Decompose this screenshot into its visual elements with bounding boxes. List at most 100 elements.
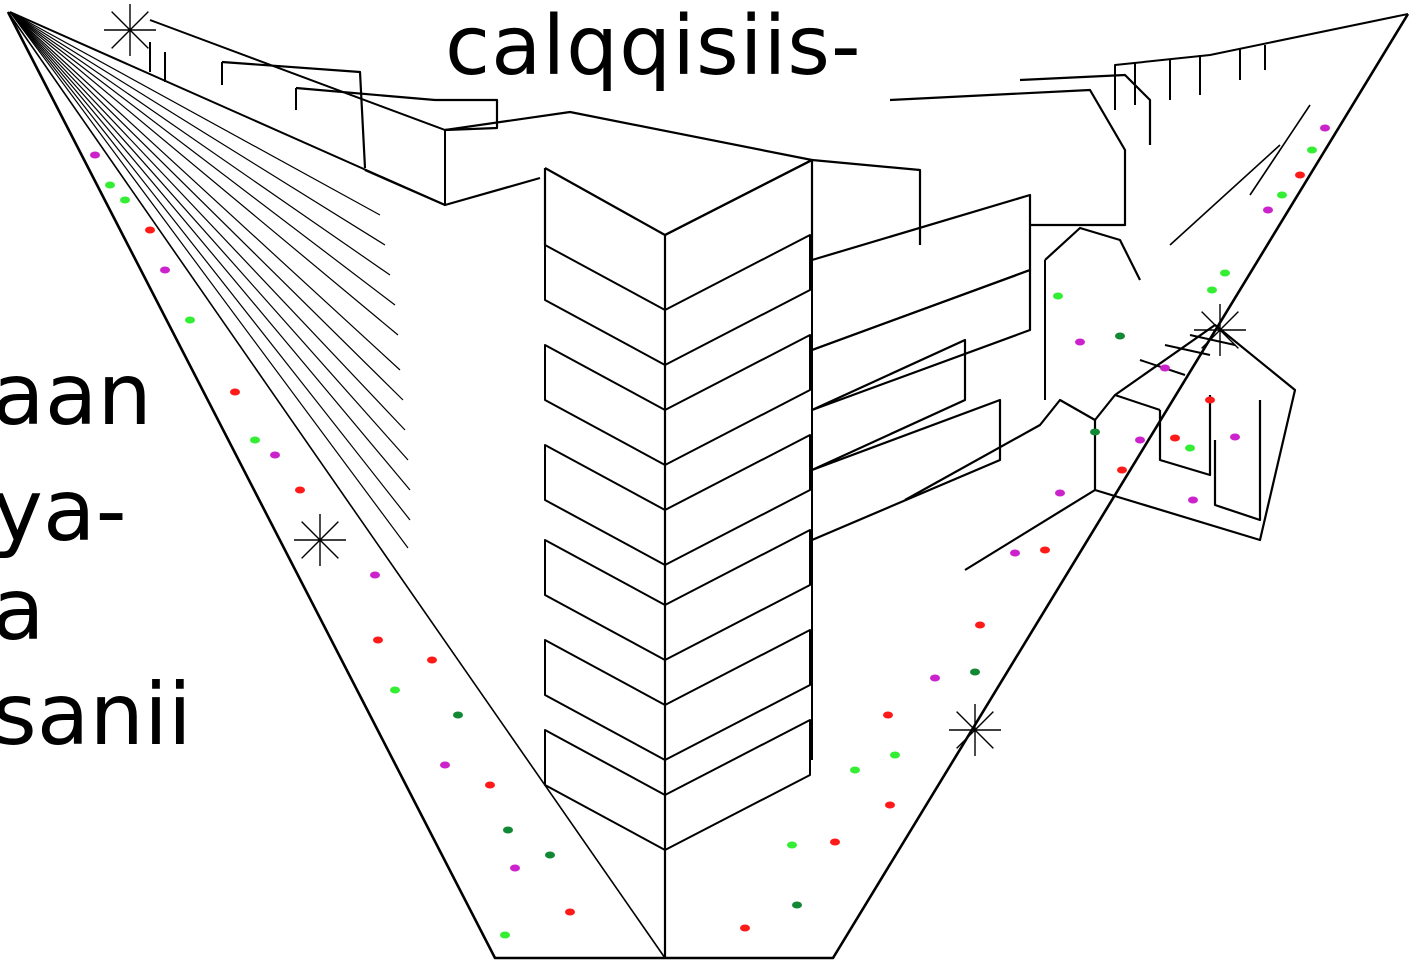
side-caption-line-3: a xyxy=(0,560,45,660)
stair-riser xyxy=(1213,400,1262,522)
sidewalk-dot xyxy=(270,451,280,459)
perspective-ray xyxy=(9,11,411,521)
right-block-face xyxy=(811,268,1032,412)
sidewalk-dot xyxy=(185,316,195,324)
sidewalk-dot xyxy=(390,686,400,694)
sidewalk-dot xyxy=(503,826,513,834)
stair-outline xyxy=(1094,323,1297,542)
perspective-ray xyxy=(9,11,386,246)
perspective-ray xyxy=(9,11,399,336)
sidewalk-dot xyxy=(1115,332,1125,340)
sidewalk-dot xyxy=(510,864,520,872)
sidewalk-dot xyxy=(1207,286,1217,294)
balcony-right-face xyxy=(664,629,811,761)
sidewalk-dot xyxy=(440,761,450,769)
street-edge xyxy=(1169,144,1281,246)
sidewalk-dot xyxy=(250,436,260,444)
sidewalk-dot xyxy=(792,901,802,909)
street-edge xyxy=(1249,104,1311,196)
sidewalk-dot xyxy=(970,668,980,676)
stair-step xyxy=(1164,344,1211,356)
tower-roof xyxy=(444,110,814,237)
building-base xyxy=(364,168,541,207)
sidewalk-dot xyxy=(230,388,240,396)
sparkle-ray xyxy=(956,711,994,749)
sidewalk-dot xyxy=(1185,444,1195,452)
sidewalk-dot xyxy=(787,841,797,849)
sidewalk-dot xyxy=(1090,428,1100,436)
sidewalk-dot xyxy=(145,226,155,234)
line-art xyxy=(6,4,1410,960)
sidewalk-dot xyxy=(1320,124,1330,132)
sidewalk-dot xyxy=(1307,146,1317,154)
balcony-right-face xyxy=(664,334,811,466)
balcony-left-face xyxy=(544,244,666,366)
building-roof xyxy=(295,86,499,132)
sidewalk-dot xyxy=(485,781,495,789)
balcony-left-face xyxy=(544,639,666,761)
side-caption-line-4: sanii xyxy=(0,665,192,765)
sidewalk-dot xyxy=(370,571,380,579)
sidewalk-dot xyxy=(975,621,985,629)
perspective-ray xyxy=(9,11,401,371)
perspective-ray xyxy=(9,11,396,306)
sparkle-ray xyxy=(301,521,339,559)
balcony-left-face xyxy=(544,444,666,566)
building-roof xyxy=(221,60,367,169)
balcony-right-face xyxy=(664,719,811,851)
sidewalk-dot xyxy=(160,266,170,274)
sidewalk-dot xyxy=(1220,269,1230,277)
sidewalk-dot xyxy=(850,766,860,774)
sidewalk-dot xyxy=(1117,466,1127,474)
sidewalk-dot xyxy=(105,181,115,189)
balcony-left-face xyxy=(544,539,666,661)
sidewalk-dot xyxy=(295,486,305,494)
right-row-top xyxy=(1114,13,1409,110)
sidewalk-dot xyxy=(740,924,750,932)
sidewalk-dot xyxy=(500,931,510,939)
balcony-right-face xyxy=(664,529,811,661)
sidewalk-dot xyxy=(1040,546,1050,554)
sidewalk-dot xyxy=(1010,549,1020,557)
perspective-ray xyxy=(9,11,411,491)
sidewalk-dot xyxy=(565,908,575,916)
sidewalk-dot xyxy=(930,674,940,682)
sparkle-ray xyxy=(111,11,149,49)
sidewalk-dot xyxy=(1170,434,1180,442)
sidewalk-dot xyxy=(883,711,893,719)
side-caption-line-1: aan xyxy=(0,345,152,445)
stair-step xyxy=(1114,394,1161,411)
sidewalk-dot xyxy=(1230,433,1240,441)
sidewalk-dot xyxy=(1055,489,1065,497)
right-block-roof xyxy=(889,88,1127,227)
left-row-top xyxy=(9,11,446,206)
right-block-face xyxy=(811,398,1002,542)
sidewalk-dot xyxy=(890,751,900,759)
perspective-ray xyxy=(9,11,404,401)
colored-dots xyxy=(90,124,1330,939)
right-block-face xyxy=(811,338,967,472)
sidewalk-dot xyxy=(1277,191,1287,199)
right-block-roof xyxy=(1019,73,1152,145)
sidewalk-dot xyxy=(120,196,130,204)
balcony-right-face xyxy=(664,234,811,366)
side-caption-line-2: ya- xyxy=(0,461,127,561)
street-fold xyxy=(7,11,666,959)
right-block-steps xyxy=(904,398,1097,571)
sidewalk-dot xyxy=(1263,206,1273,214)
perspective-ray xyxy=(9,11,409,549)
street-outline xyxy=(6,11,1410,960)
stair-step xyxy=(1189,334,1236,346)
sidewalk-dot xyxy=(885,801,895,809)
perspective-ray xyxy=(9,11,406,431)
arch xyxy=(1044,226,1141,281)
sidewalk-dot xyxy=(1205,396,1215,404)
stair-riser xyxy=(1158,395,1212,477)
sidewalk-dot xyxy=(830,838,840,846)
sidewalk-dot xyxy=(1135,436,1145,444)
balcony-left-face xyxy=(544,729,666,851)
sidewalk-dot xyxy=(90,151,100,159)
tower-roof xyxy=(664,158,922,245)
sidewalk-dot xyxy=(1053,292,1063,300)
